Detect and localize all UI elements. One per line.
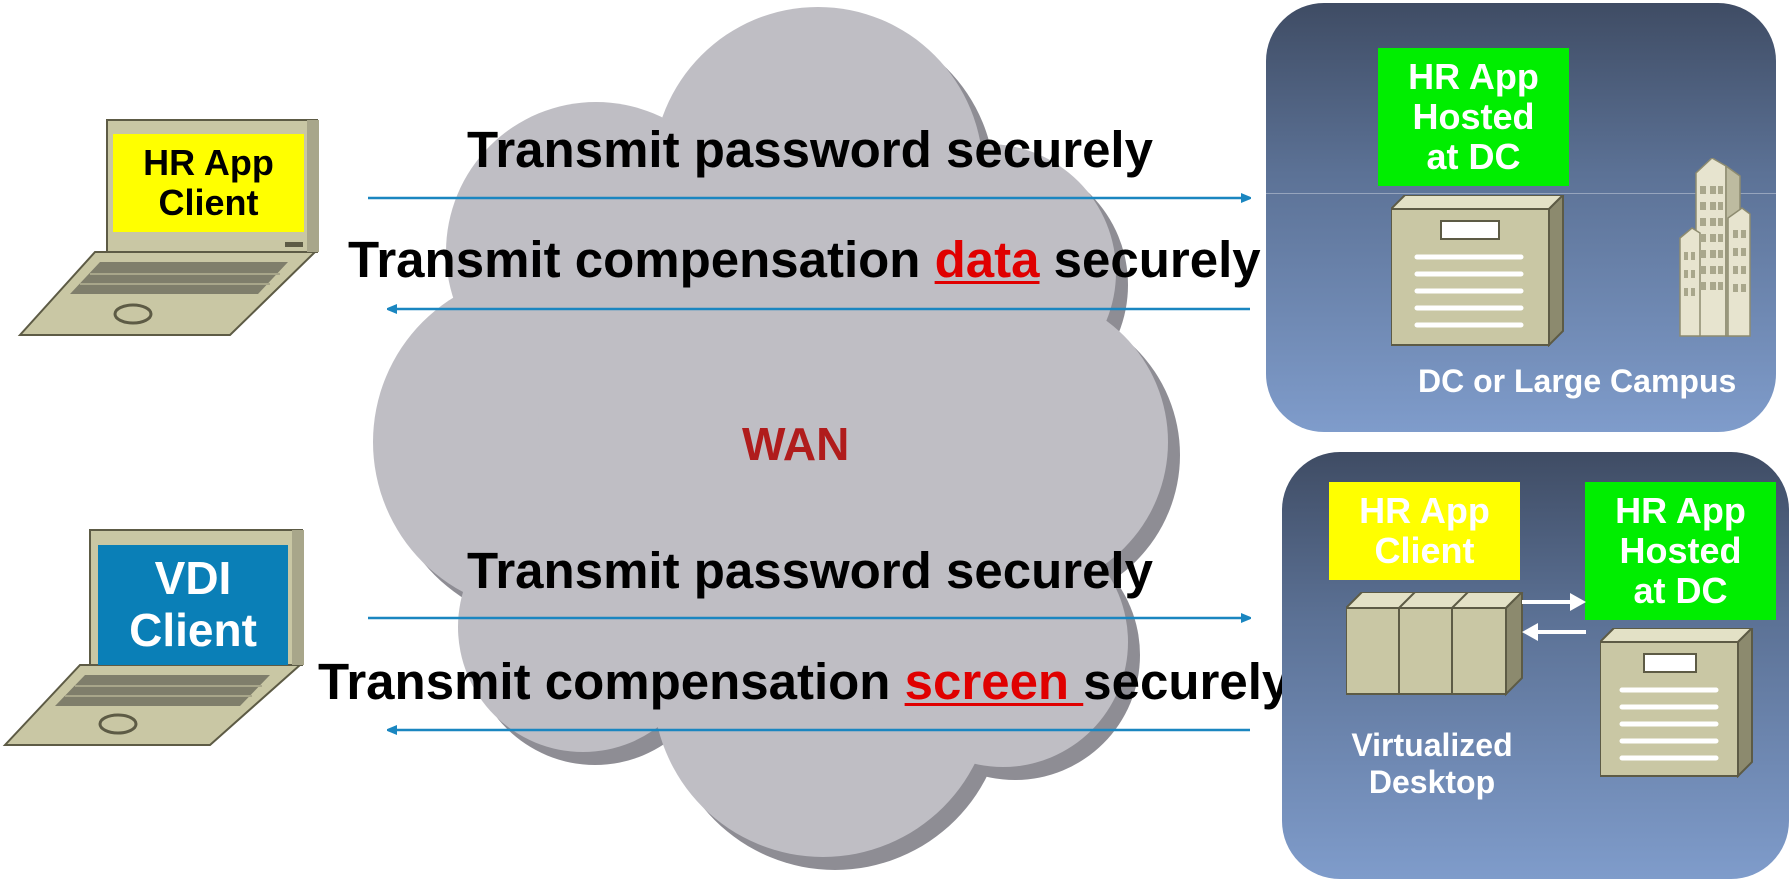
vdi-hr-app-client-box: HR App Client — [1329, 482, 1520, 580]
wan-label: WAN — [742, 418, 850, 470]
vdi-client-box: VDI Client — [98, 545, 288, 665]
vdi-hr-app-hosted-box: HR App Hosted at DC — [1585, 482, 1776, 620]
dc-campus-panel: HR App Hosted at DC — [1266, 3, 1776, 432]
divider — [1266, 193, 1776, 194]
vdi-caption: Virtualized Desktop — [1351, 727, 1513, 800]
hr-app-client-box: HR App Client — [113, 134, 304, 232]
msg-password-bottom: Transmit password securely — [467, 542, 1153, 599]
hosted-server-icon — [1600, 628, 1754, 778]
msg-highlight: data — [934, 231, 1040, 288]
dc-caption: DC or Large Campus — [1418, 363, 1737, 399]
bidirectional-arrow-icon — [1522, 593, 1586, 641]
msg-text: Transmit compensation — [318, 653, 905, 710]
msg-highlight: screen — [904, 653, 1084, 710]
msg-compensation-screen: Transmit compensation screen securely — [318, 656, 1290, 707]
msg-text: securely — [1083, 653, 1291, 710]
server-icon — [1391, 195, 1565, 347]
wan-cloud — [373, 7, 1168, 857]
msg-compensation-data: Transmit compensation data securely — [348, 234, 1261, 285]
vdi-server-icon — [1346, 592, 1524, 697]
msg-text: securely — [1039, 231, 1261, 288]
virtualized-desktop-panel: HR App Client HR App Hosted at DC Virtua… — [1282, 452, 1789, 879]
msg-password-top: Transmit password securely — [467, 121, 1153, 178]
hr-app-hosted-box: HR App Hosted at DC — [1378, 48, 1569, 186]
building-icon — [1679, 158, 1751, 337]
msg-text: Transmit compensation — [348, 231, 935, 288]
